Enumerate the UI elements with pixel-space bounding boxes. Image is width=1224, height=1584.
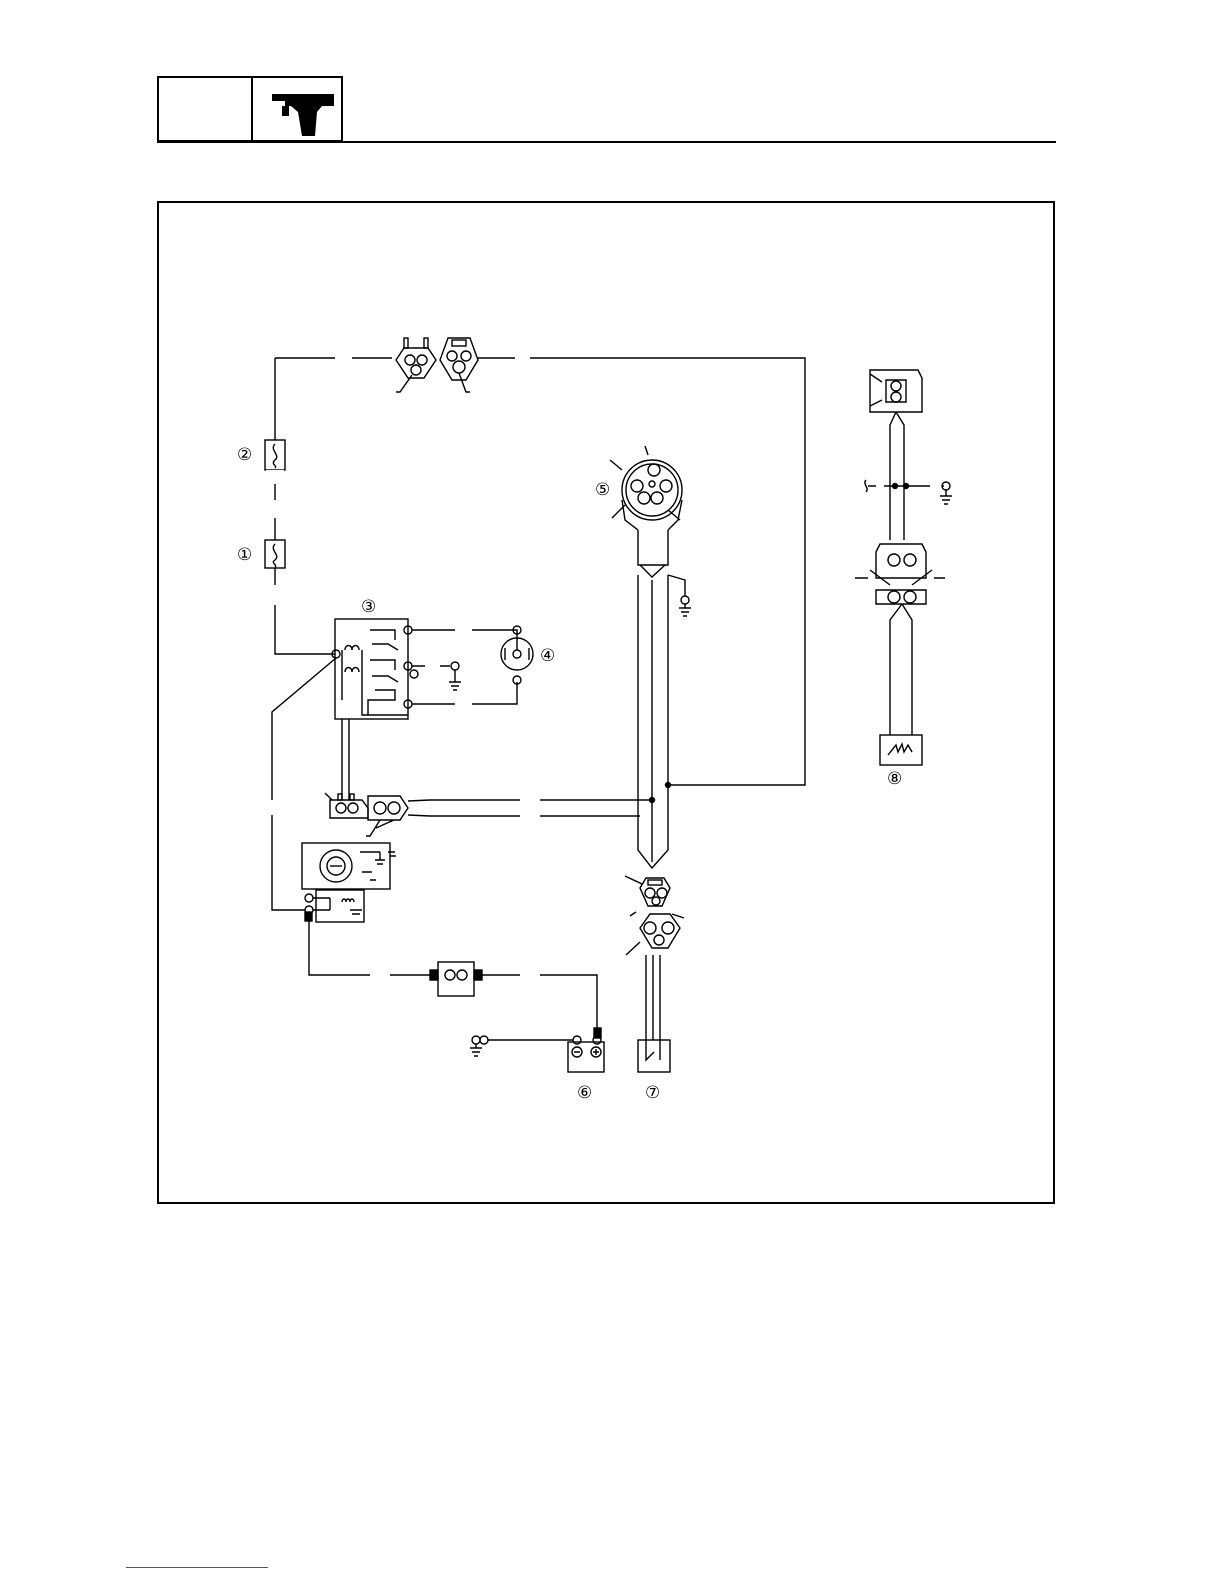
diagram-frame [158, 202, 1054, 1203]
top-coupler-left [396, 338, 436, 392]
callout-6: ⑥ [577, 1083, 592, 1103]
sender-top-coupler [870, 370, 922, 412]
callout-2: ② [237, 445, 252, 465]
battery [568, 1028, 604, 1072]
sender-middle-coupler [855, 544, 945, 604]
callout-3: ③ [361, 597, 376, 617]
callout-5: ⑤ [595, 480, 610, 500]
trim-sensor [880, 735, 922, 765]
callout-4: ④ [540, 646, 555, 666]
callout-7: ⑦ [645, 1083, 660, 1103]
coupler-pair-left [325, 793, 408, 836]
ignition-assembly [302, 843, 396, 922]
callout-1: ① [237, 545, 252, 565]
footer-link-underline[interactable] [126, 1566, 268, 1568]
seven-pin-connector [610, 446, 682, 530]
callout-8: ⑧ [887, 769, 902, 789]
trim-switch [638, 1040, 670, 1072]
top-coupler-right [440, 338, 478, 392]
harness-coupler [625, 876, 684, 955]
inline-fuse [430, 962, 482, 996]
